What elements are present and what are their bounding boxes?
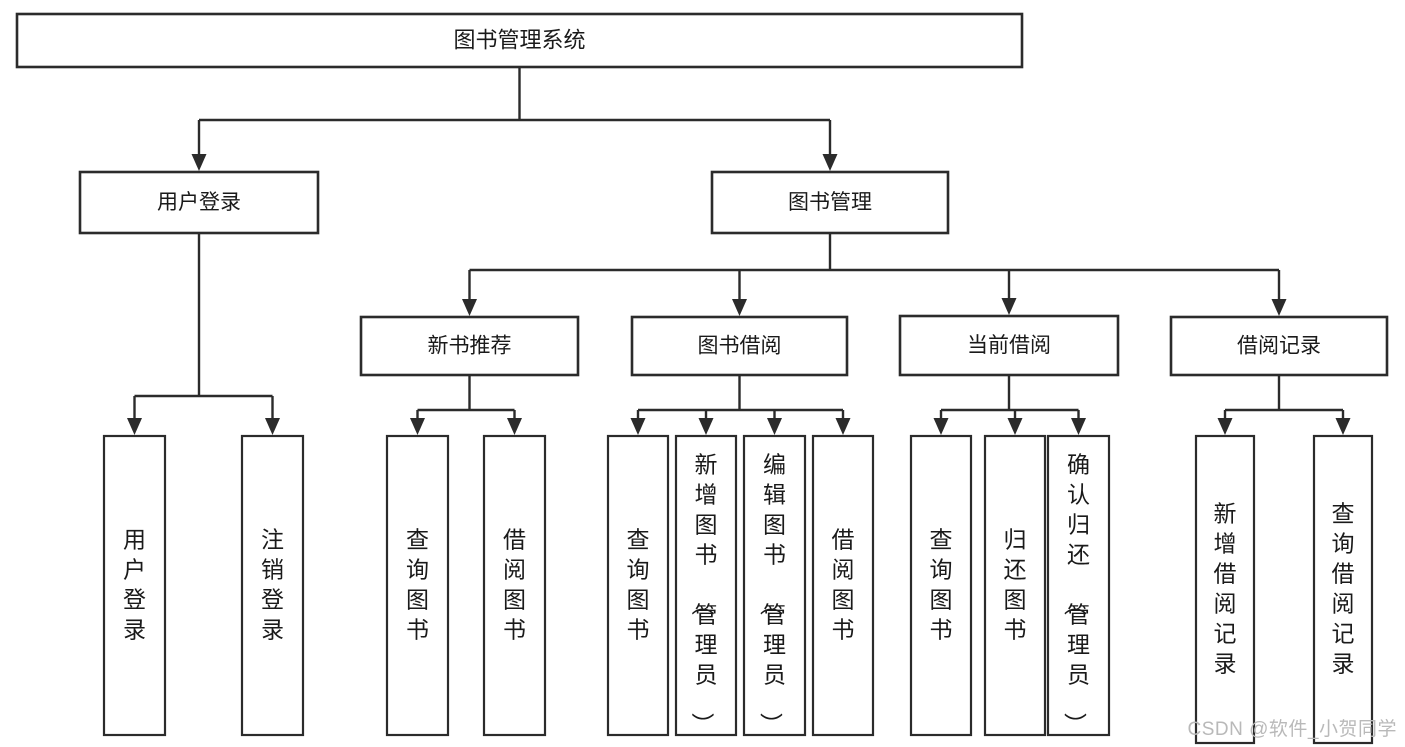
connectors-layer — [127, 67, 1351, 435]
csdn-watermark: CSDN @软件_小贺同学 — [1187, 719, 1397, 740]
node-l2-当前借阅-box — [898, 314, 1120, 377]
node-leaf-4-查询图书-label: 查询图书 — [627, 527, 650, 643]
node-leaf-11-新增借阅记录[interactable]: 新增借阅记录 — [1194, 434, 1256, 745]
node-leaf-4-查询图书[interactable]: 查询图书 — [606, 434, 670, 737]
nodes-layer: 图书管理系统用户登录图书管理新书推荐图书借阅当前借阅借阅记录用户登录注销登录查询… — [15, 12, 1389, 745]
node-l2-新书推荐[interactable]: 新书推荐 — [359, 315, 580, 377]
node-l1-图书管理-box — [710, 170, 950, 235]
node-leaf-5-新增图书管理员-box — [674, 434, 738, 737]
node-leaf-12-查询借阅记录-box — [1312, 434, 1374, 745]
node-l1-用户登录[interactable]: 用户登录 — [78, 170, 320, 235]
node-l1-图书管理-label: 图书管理 — [788, 191, 872, 214]
node-leaf-8-查询图书-label: 查询图书 — [930, 527, 953, 643]
node-l2-新书推荐-box — [359, 315, 580, 377]
node-leaf-0-用户登录[interactable]: 用户登录 — [102, 434, 167, 737]
node-l2-新书推荐-label: 新书推荐 — [428, 335, 512, 358]
node-leaf-10-确认归还管理员-label: 确认归还（管理员） — [1062, 452, 1090, 736]
node-leaf-9-归还图书-box — [983, 434, 1047, 737]
node-leaf-11-新增借阅记录-label: 新增借阅记录 — [1214, 501, 1237, 677]
node-leaf-3-借阅图书-box — [482, 434, 547, 737]
node-leaf-12-查询借阅记录-label: 查询借阅记录 — [1332, 501, 1355, 677]
node-l1-用户登录-label: 用户登录 — [157, 191, 241, 214]
node-leaf-0-用户登录-label: 用户登录 — [123, 527, 146, 643]
node-l2-图书借阅-box — [630, 315, 849, 377]
node-leaf-4-查询图书-box — [606, 434, 670, 737]
node-l2-当前借阅[interactable]: 当前借阅 — [898, 314, 1120, 377]
node-leaf-1-注销登录-label: 注销登录 — [261, 527, 284, 643]
node-leaf-3-借阅图书-label: 借阅图书 — [503, 527, 526, 643]
node-leaf-5-新增图书管理员-label: 新增图书（管理员） — [690, 452, 718, 736]
node-l2-图书借阅[interactable]: 图书借阅 — [630, 315, 849, 377]
node-leaf-1-注销登录[interactable]: 注销登录 — [240, 434, 305, 737]
node-leaf-2-查询图书[interactable]: 查询图书 — [385, 434, 450, 737]
node-leaf-7-借阅图书-label: 借阅图书 — [832, 527, 855, 643]
node-l2-当前借阅-label: 当前借阅 — [967, 334, 1051, 357]
node-leaf-0-用户登录-box — [102, 434, 167, 737]
node-l1-用户登录-box — [78, 170, 320, 235]
node-l2-借阅记录-label: 借阅记录 — [1237, 335, 1321, 358]
node-leaf-11-新增借阅记录-box — [1194, 434, 1256, 745]
node-leaf-3-借阅图书[interactable]: 借阅图书 — [482, 434, 547, 737]
node-leaf-2-查询图书-box — [385, 434, 450, 737]
node-root-label: 图书管理系统 — [453, 27, 585, 52]
node-leaf-8-查询图书[interactable]: 查询图书 — [909, 434, 973, 737]
node-leaf-6-编辑图书管理员[interactable]: 编辑图书（管理员） — [742, 434, 807, 737]
node-leaf-10-确认归还管理员-box — [1046, 434, 1111, 737]
node-leaf-2-查询图书-label: 查询图书 — [406, 527, 429, 643]
node-leaf-10-确认归还管理员[interactable]: 确认归还（管理员） — [1046, 434, 1111, 737]
node-root-box — [15, 12, 1024, 69]
node-leaf-9-归还图书[interactable]: 归还图书 — [983, 434, 1047, 737]
node-leaf-5-新增图书管理员[interactable]: 新增图书（管理员） — [674, 434, 738, 737]
node-leaf-7-借阅图书-box — [811, 434, 875, 737]
node-leaf-1-注销登录-box — [240, 434, 305, 737]
node-leaf-12-查询借阅记录[interactable]: 查询借阅记录 — [1312, 434, 1374, 745]
node-l2-借阅记录-box — [1169, 315, 1389, 377]
node-l1-图书管理[interactable]: 图书管理 — [710, 170, 950, 235]
node-leaf-6-编辑图书管理员-label: 编辑图书（管理员） — [758, 452, 786, 736]
node-root[interactable]: 图书管理系统 — [15, 12, 1024, 69]
node-l2-借阅记录[interactable]: 借阅记录 — [1169, 315, 1389, 377]
node-leaf-6-编辑图书管理员-box — [742, 434, 807, 737]
node-l2-图书借阅-label: 图书借阅 — [698, 335, 782, 358]
node-leaf-8-查询图书-box — [909, 434, 973, 737]
node-leaf-7-借阅图书[interactable]: 借阅图书 — [811, 434, 875, 737]
node-leaf-9-归还图书-label: 归还图书 — [1004, 527, 1027, 643]
